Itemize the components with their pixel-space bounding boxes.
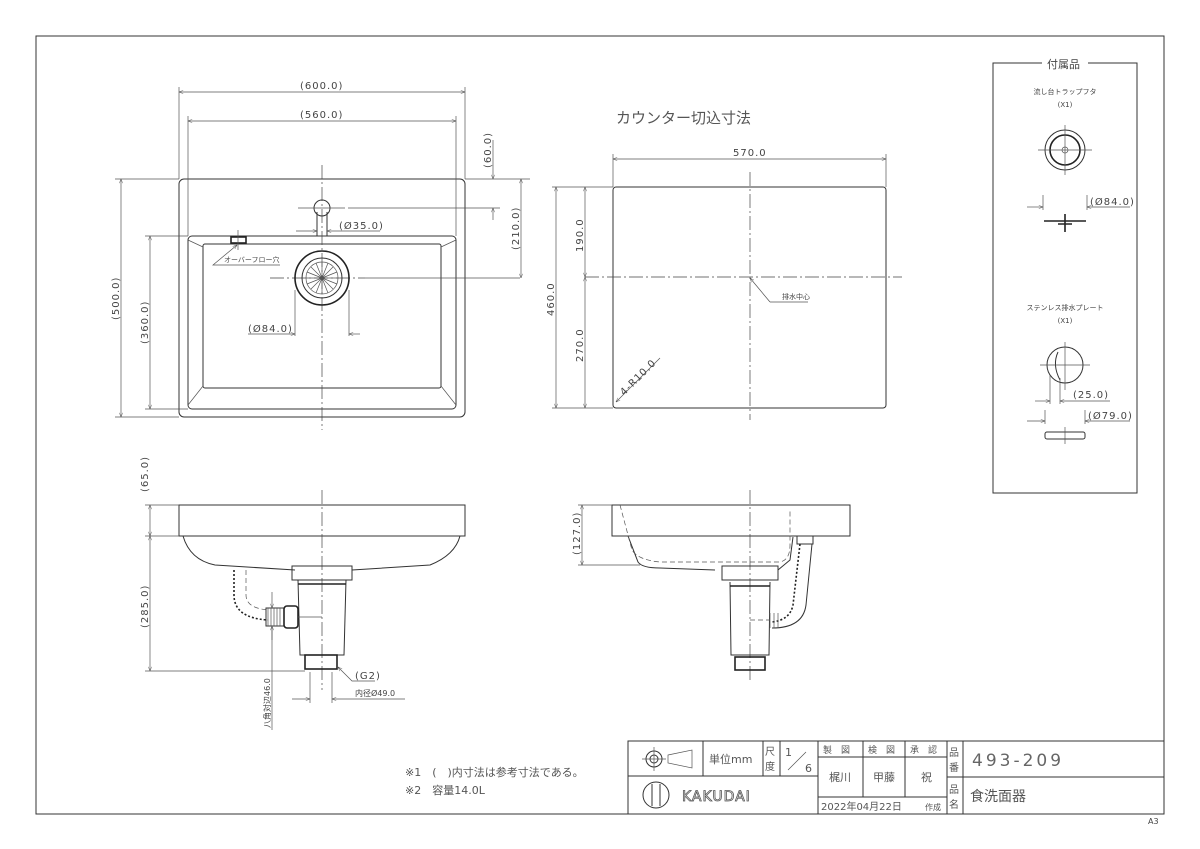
- drain-center-label: 排水中心: [782, 292, 810, 301]
- accessory-qty: (X1): [1058, 101, 1073, 109]
- part-no-label-1: 品: [949, 747, 959, 759]
- part-no-label-2: 番: [949, 762, 959, 774]
- dim-inner-dia: 内径Ø49.0: [355, 688, 395, 698]
- drawing-frame: [35, 35, 1165, 815]
- projection-symbol-icon: [642, 747, 693, 771]
- dim-bowl-width: (560.0): [300, 110, 343, 121]
- part-name: 食洗面器: [970, 788, 1026, 805]
- dim-drain-offset: (210.0): [511, 207, 522, 250]
- dim-faucet-offset: (60.0): [483, 132, 494, 168]
- dim-rim-height: (65.0): [140, 456, 151, 492]
- drain-strainer: [294, 250, 350, 306]
- dim-cutout-lower: 270.0: [575, 328, 586, 362]
- accessory-qty: (X1): [1058, 317, 1073, 325]
- accessories-panel: 付属品 流し台トラップフタ (X1) (Ø84.0) ステンレス排水プレート (…: [992, 56, 1138, 494]
- note-2: ※2 容量14.0L: [405, 783, 486, 797]
- svg-text:オーバーフロー穴: オーバーフロー穴: [224, 255, 280, 264]
- cutout-title: カウンター切込寸法: [616, 109, 751, 127]
- accessory-name: ステンレス排水プレート: [1027, 303, 1104, 312]
- dim-hex-across-flats: 八角対辺46.0: [262, 678, 272, 728]
- accessories-title: 付属品: [1047, 58, 1080, 71]
- scale-numerator: 1: [785, 746, 792, 759]
- dim-overall-depth: (500.0): [111, 277, 122, 320]
- created-date: 2022年04月22日: [821, 800, 902, 813]
- note-1: ※1 ( )内寸法は参考寸法である。: [405, 765, 584, 779]
- counter-cutout-view: カウンター切込寸法 570.0 460.0 190.0 270.0 排水中心 4…: [546, 109, 902, 420]
- approved-by: 祝: [921, 770, 932, 784]
- dim-cutout-upper: 190.0: [575, 218, 586, 252]
- checked-by: 甲藤: [873, 771, 895, 784]
- dim-corner-radius: 4-R10.0: [618, 358, 658, 398]
- plan-view: オーバーフロー穴 (600.0) (560.0) (60.0) (210.0) …: [111, 81, 530, 430]
- sheet-size: A3: [1148, 817, 1159, 826]
- approved-label: 承 認: [910, 744, 937, 756]
- svg-text:KAKUDAI: KAKUDAI: [682, 789, 751, 805]
- scale-label-1: 尺: [765, 746, 775, 758]
- dim-thread: (G2): [355, 671, 381, 682]
- front-view: (65.0) (285.0) 八角対辺46.0 (G2) 内径Ø49.0: [140, 456, 466, 730]
- scale-denominator: 6: [805, 762, 812, 775]
- checked-label: 検 図: [868, 744, 895, 756]
- part-number: 493-209: [972, 751, 1064, 771]
- dim-side-bowl-depth: (127.0): [572, 512, 583, 555]
- accessory-dim: (Ø84.0): [1090, 196, 1135, 208]
- dim-drain-dia: (Ø84.0): [248, 323, 293, 335]
- part-name-label-2: 名: [949, 798, 959, 811]
- dim-bowl-depth: (360.0): [140, 301, 151, 344]
- faucet-hole: [298, 199, 500, 236]
- created-label: 作成: [925, 802, 941, 812]
- accessory-dim: (25.0): [1073, 390, 1109, 401]
- overflow-hole: オーバーフロー穴: [212, 230, 280, 266]
- kakudai-logo: KAKUDAI: [642, 781, 751, 809]
- dim-cutout-width: 570.0: [733, 148, 767, 159]
- dim-overall-width: (600.0): [300, 81, 343, 92]
- dim-total-height: (285.0): [140, 585, 151, 628]
- accessory-name: 流し台トラップフタ: [1034, 87, 1097, 96]
- dim-cutout-depth: 460.0: [546, 282, 557, 316]
- accessory-dim: (Ø79.0): [1088, 410, 1133, 422]
- drawn-by: 梶川: [829, 770, 851, 784]
- drawn-label: 製 図: [823, 744, 850, 756]
- side-view: (127.0): [572, 490, 851, 682]
- part-name-label-1: 品: [949, 784, 959, 796]
- dim-faucet-hole: (Ø35.0): [339, 220, 384, 232]
- title-block: 単位mm 尺 度 1 6 KAKUDAI 製 図 検 図 承 認 梶川 甲藤 祝…: [627, 740, 1165, 815]
- unit-label: 単位mm: [709, 752, 752, 766]
- scale-label-2: 度: [765, 760, 775, 773]
